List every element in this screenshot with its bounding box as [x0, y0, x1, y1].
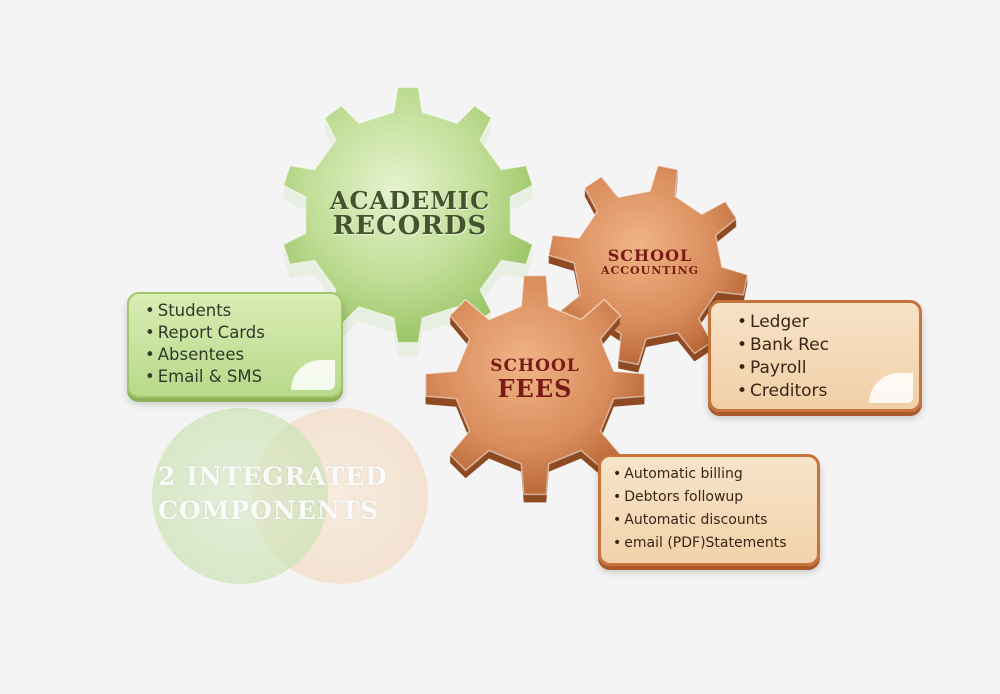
fees-gear-label: SCHOOL FEES	[465, 356, 605, 403]
integrated-components-title: 2 INTEGRATED COMPONENTS	[158, 460, 388, 528]
gear-face	[282, 86, 534, 344]
fees-feature-item: Automatic discounts	[613, 509, 811, 532]
fees-features-box: Automatic billing Debtors followup Autom…	[598, 454, 820, 566]
accounting-feature-item: Payroll	[737, 357, 909, 380]
gear-face	[424, 274, 646, 496]
fees-feature-item: Automatic billing	[613, 463, 811, 486]
academic-feature-item: Report Cards	[145, 322, 331, 344]
fees-label-line1: SCHOOL	[490, 356, 580, 376]
accounting-label-line1: SCHOOL	[607, 246, 693, 265]
fees-feature-item: email (PDF)Statements	[613, 532, 811, 555]
accounting-label-line2: ACCOUNTING	[600, 263, 700, 277]
academic-gear-label: ACADEMIC RECORDS	[305, 188, 515, 240]
academic-records-gear	[282, 86, 534, 357]
faded-circle-green	[152, 408, 328, 584]
academic-label-line2: RECORDS	[332, 211, 488, 242]
accounting-feature-item: Ledger	[737, 311, 909, 334]
school-accounting-gear	[547, 164, 749, 373]
school-fees-gear	[424, 274, 646, 503]
fees-feature-item: Debtors followup	[613, 486, 811, 509]
accounting-features-box: Ledger Bank Rec Payroll Creditors	[708, 300, 922, 412]
faded-title-line2: COMPONENTS	[158, 496, 380, 525]
academic-feature-item: Email & SMS	[145, 366, 331, 388]
accounting-gear-label: SCHOOL ACCOUNTING	[575, 246, 725, 277]
academic-label-line1: ACADEMIC	[329, 186, 491, 215]
academic-feature-item: Students	[145, 300, 331, 322]
accounting-feature-item: Creditors	[737, 380, 909, 403]
academic-features-box: Students Report Cards Absentees Email & …	[127, 292, 343, 398]
fees-label-line2: FEES	[497, 373, 573, 403]
faded-title-line1: 2 INTEGRATED	[158, 462, 388, 491]
accounting-feature-item: Bank Rec	[737, 334, 909, 357]
academic-feature-item: Absentees	[145, 344, 331, 366]
